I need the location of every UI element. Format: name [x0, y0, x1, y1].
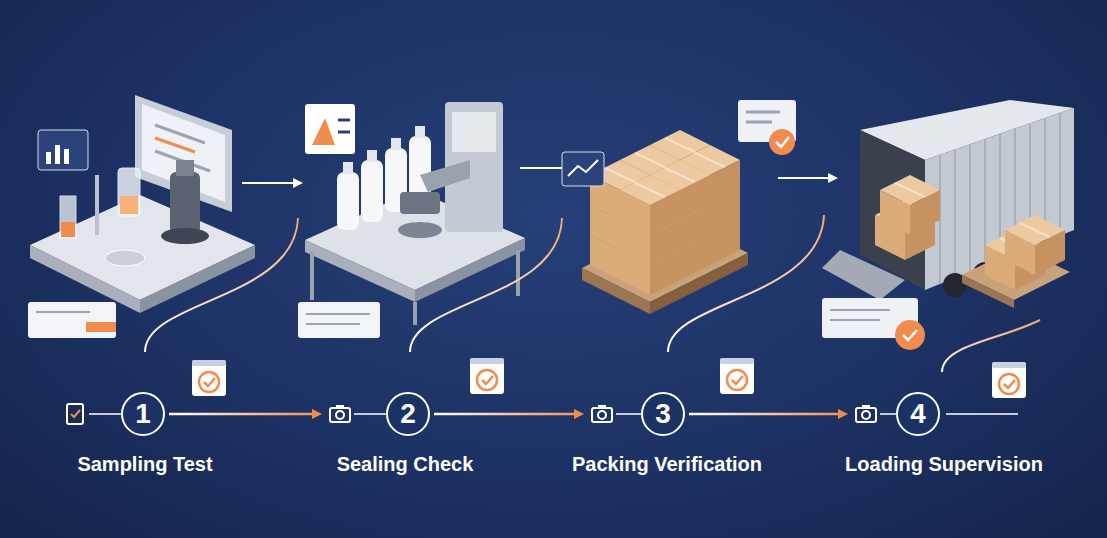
step-node: 2Sealing Check	[324, 390, 432, 438]
step-node: 1Sampling Test	[59, 390, 167, 438]
truck-illustration	[822, 100, 1074, 350]
flow-arrow	[169, 409, 322, 419]
step-marker	[59, 390, 167, 438]
step-number: 4	[896, 392, 940, 436]
step-label: Packing Verification	[572, 453, 762, 476]
flow-arrow	[434, 409, 584, 419]
step-marker	[586, 390, 687, 438]
step-label: Loading Supervision	[845, 453, 1043, 476]
step-marker	[324, 390, 432, 438]
step-label: Sampling Test	[77, 453, 212, 476]
step-node: 4Loading Supervision	[850, 390, 942, 438]
step-label: Sealing Check	[337, 453, 474, 476]
step-number: 3	[641, 392, 685, 436]
lab-illustration	[28, 95, 255, 338]
step-marker	[850, 390, 942, 438]
flow-arrow	[689, 409, 848, 419]
step-number: 2	[386, 392, 430, 436]
step-node: 3Packing Verification	[586, 390, 687, 438]
packing-illustration	[562, 100, 796, 314]
step-number: 1	[121, 392, 165, 436]
sealing-illustration	[298, 102, 525, 338]
